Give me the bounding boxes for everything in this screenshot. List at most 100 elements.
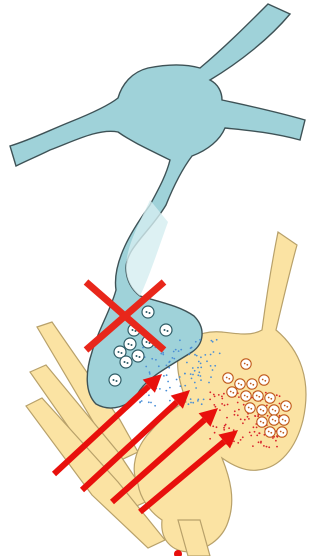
vesicle-ring — [279, 415, 289, 425]
transmitter-dot — [254, 431, 256, 433]
transmitter-dot — [200, 363, 202, 365]
lower-vesicle — [265, 427, 275, 437]
vesicle-dot — [146, 311, 148, 313]
transmitter-dot — [266, 446, 268, 448]
upper-vesicle — [124, 338, 136, 350]
vesicle-dot — [240, 384, 242, 386]
vesicle-ring — [235, 379, 245, 389]
transmitter-dot — [162, 352, 164, 354]
transmitter-dot — [200, 367, 202, 369]
lower-vesicle — [281, 401, 291, 411]
vesicle-ring — [269, 415, 279, 425]
transmitter-dot — [228, 427, 230, 429]
vesicle-dot — [246, 396, 248, 398]
vesicle-dot — [262, 422, 264, 424]
vesicle-dot — [274, 410, 276, 412]
vesicle-dot — [124, 361, 126, 363]
transmitter-dot — [210, 354, 212, 356]
transmitter-dot — [167, 381, 169, 383]
vesicle-dot — [262, 410, 264, 412]
transmitter-dot — [180, 349, 182, 351]
transmitter-dot — [197, 400, 199, 402]
vesicle-dot — [226, 377, 228, 379]
vesicle-ring — [257, 417, 267, 427]
vesicle-ring — [277, 427, 287, 437]
transmitter-dot — [166, 365, 168, 367]
vesicle-dot — [256, 395, 258, 397]
vesicle-dot — [248, 407, 250, 409]
vesicle-dot — [286, 406, 288, 408]
vesicle-dot — [113, 379, 115, 381]
transmitter-dot — [233, 429, 235, 431]
transmitter-dot — [240, 439, 242, 441]
transmitter-dot — [238, 409, 240, 411]
vesicle-ring — [265, 427, 275, 437]
transmitter-dot — [234, 414, 236, 416]
vesicle-dot — [136, 355, 138, 357]
lower-vesicle — [257, 417, 267, 427]
transmitter-dot — [159, 388, 161, 390]
transmitter-dot — [223, 429, 225, 431]
transmitter-dot — [211, 340, 213, 342]
vesicle-dot — [258, 396, 260, 398]
vesicle-ring — [241, 391, 251, 401]
transmitter-dot — [197, 367, 199, 369]
transmitter-dot — [242, 436, 244, 438]
transmitter-dot — [214, 396, 216, 398]
vesicle-dot — [262, 379, 264, 381]
transmitter-dot — [244, 419, 246, 421]
vesicle-dot — [244, 395, 246, 397]
vesicle-dot — [121, 352, 123, 354]
transmitter-dot — [272, 437, 274, 439]
vesicle-dot — [272, 419, 274, 421]
upper-vesicle — [142, 306, 154, 318]
transmitter-dot — [213, 351, 215, 353]
transmitter-dot — [260, 442, 262, 444]
vesicle-dot — [238, 383, 240, 385]
lower-cell — [26, 232, 306, 556]
transmitter-dot — [169, 400, 171, 402]
upper-vesicle — [120, 356, 132, 368]
transmitter-dot — [163, 375, 165, 377]
vesicle-dot — [118, 351, 120, 353]
transmitter-dot — [196, 355, 198, 357]
vesicle-dot — [284, 405, 286, 407]
transmitter-dot — [225, 424, 227, 426]
transmitter-dot — [224, 404, 226, 406]
lower-vesicle — [247, 379, 257, 389]
transmitter-dot — [165, 390, 167, 392]
transmitter-dot — [237, 442, 239, 444]
vesicle-dot — [274, 420, 276, 422]
transmitter-dot — [192, 402, 194, 404]
vesicle-dot — [252, 384, 254, 386]
lower-vesicle — [277, 427, 287, 437]
transmitter-dot — [176, 379, 178, 381]
transmitter-dot — [192, 374, 194, 376]
vesicle-dot — [167, 330, 169, 332]
transmitter-dot — [168, 361, 170, 363]
vesicle-dot — [146, 341, 148, 343]
transmitter-dot — [242, 422, 244, 424]
vesicle-ring — [120, 356, 132, 368]
transmitter-dot — [200, 356, 202, 358]
transmitter-dot — [275, 440, 277, 442]
transmitter-dot — [191, 378, 193, 380]
transmitter-dot — [180, 385, 182, 387]
vesicle-ring — [245, 403, 255, 413]
vesicle-ring — [124, 338, 136, 350]
transmitter-dot — [148, 401, 150, 403]
transmitter-dot — [179, 339, 181, 341]
transmitter-dot — [148, 394, 150, 396]
lower-vesicle — [223, 373, 233, 383]
transmitter-dot — [141, 400, 143, 402]
lower-vesicle — [227, 387, 237, 397]
transmitter-dot — [209, 438, 211, 440]
transmitter-dot — [238, 396, 240, 398]
vesicle-dot — [250, 408, 252, 410]
vesicle-ring — [227, 387, 237, 397]
vesicle-ring — [269, 405, 279, 415]
transmitter-dot — [279, 403, 281, 405]
lower-vesicle — [257, 405, 267, 415]
